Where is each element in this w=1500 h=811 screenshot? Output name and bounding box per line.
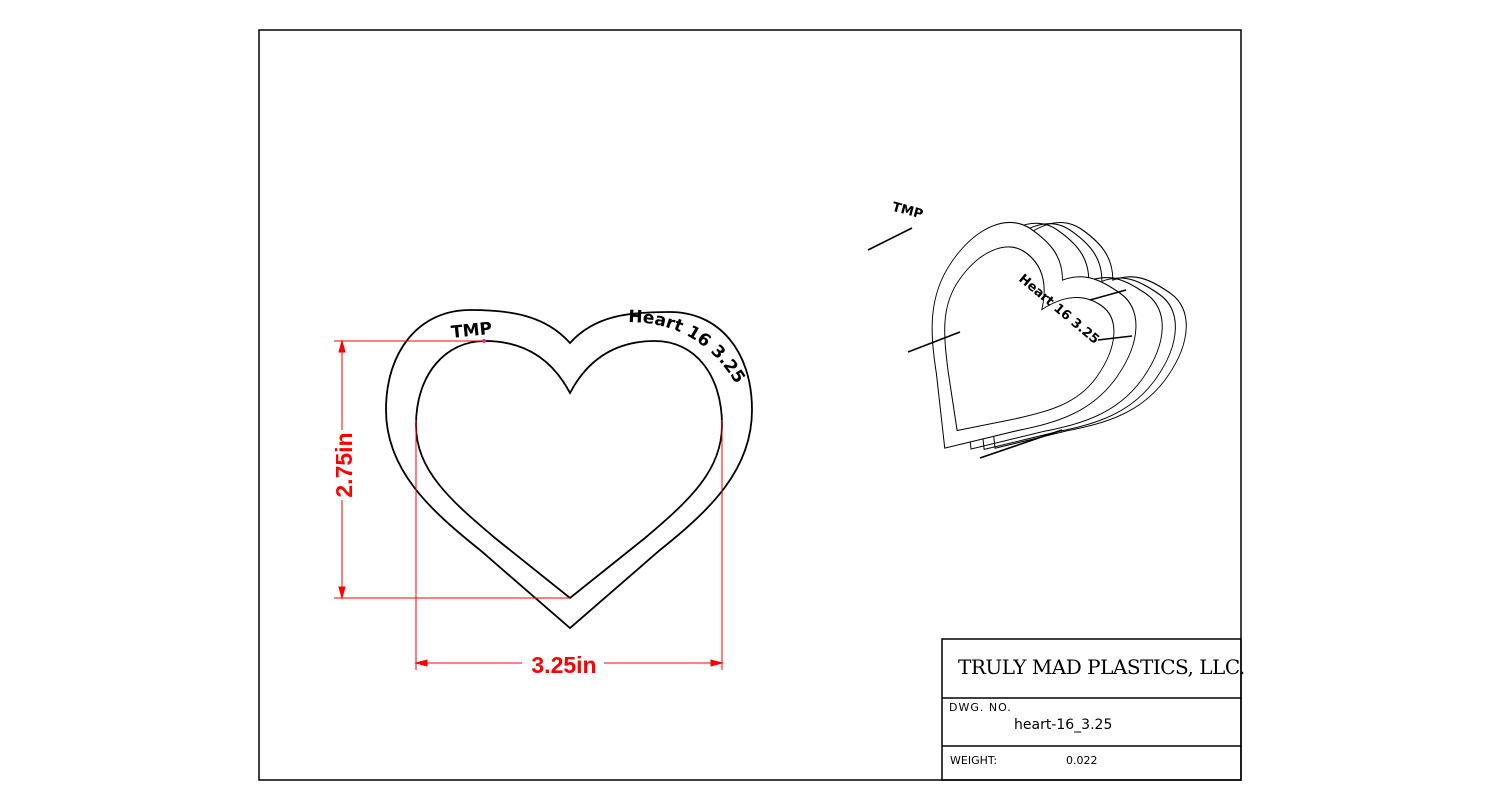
sketch-point [482,339,486,343]
dimension-lines [334,339,724,670]
heart-front-view [385,309,753,629]
heart-inner-outline [415,340,723,599]
emboss-text-right: Heart 16 3.25 [628,307,749,387]
title-block-frame [941,638,1242,781]
dwg-no-value: heart-16_3.25 [1014,717,1113,733]
dwg-no-label: DWG. NO. [949,701,1012,714]
iso-emboss-text-left: TMP [890,200,924,223]
emboss-text-left: TMP [450,319,493,343]
heart-isometric-view [861,202,1209,508]
sheet-border [258,29,1242,781]
dimension-height-label: 2.75in [331,432,357,497]
company-name: TRULY MAD PLASTICS, LLC. [958,655,1245,679]
weight-label: WEIGHT: [950,754,998,767]
dimension-width-label: 3.25in [531,652,596,678]
weight-value: 0.022 [1066,754,1098,767]
